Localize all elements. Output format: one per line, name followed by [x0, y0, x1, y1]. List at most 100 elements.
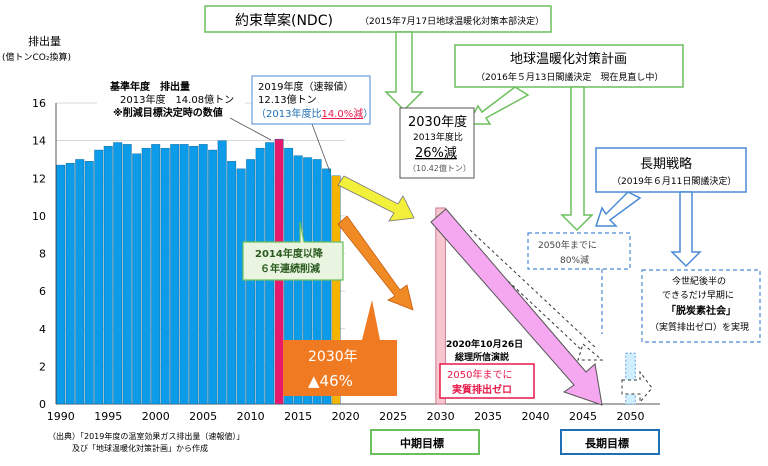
bar-1995	[103, 146, 113, 405]
bar-1993	[84, 161, 94, 405]
x-tick-label: 2000	[142, 410, 170, 423]
x-tick-label: 1990	[47, 410, 75, 423]
long-target-text: 長期目標	[585, 436, 629, 450]
x-tick-label: 2035	[474, 410, 502, 423]
source-line1: （出典）「2019年度の温室効果ガス排出量（速報値）」	[48, 431, 244, 441]
six-year-line2: ６年連続削減	[260, 262, 320, 275]
x-tick-label: 2025	[379, 410, 407, 423]
bar-1991	[65, 162, 75, 405]
bar-2010	[246, 159, 256, 405]
new-2030-line2: ▲46%	[308, 372, 353, 390]
x-tick-labels: 1990 1995 2000 2005 2010 2015 2020 2025 2030 2035…	[47, 410, 645, 423]
netzero-line1: 2050年までに	[447, 368, 512, 381]
netzero-box: 2050年までに 実質排出ゼロ	[439, 363, 535, 399]
dashed-arrows	[459, 229, 653, 404]
bar-1999	[141, 147, 151, 405]
y-tick-label: 8	[39, 248, 46, 261]
mid-target-label: 中期目標	[370, 429, 480, 455]
decarb-line1: 今世紀後半の	[672, 275, 726, 287]
bar-2009	[236, 168, 246, 405]
longterm-title: 長期戦略	[640, 156, 692, 172]
bar-1996	[113, 142, 123, 405]
bar-1992	[75, 159, 85, 405]
target-2030-title: 2030年度	[408, 114, 467, 130]
speech-line1: 2020年10月26日	[446, 338, 523, 350]
y-axis-title: 排出量	[28, 34, 61, 48]
x-tick-label: 2030	[427, 410, 455, 423]
decarb-box: 今世紀後半の できるだけ早期に 「脱炭素社会」 （実質排出ゼロ）を実現	[641, 269, 761, 343]
bar-target-2050	[625, 352, 636, 405]
bar-2008	[227, 161, 237, 405]
x-tick-label: 2005	[189, 410, 217, 423]
ndc-title: 約束草案(NDC)	[235, 12, 333, 29]
ndc-box: 約束草案(NDC) （2015年7月17日地球温暖化対策本部決定）	[204, 5, 552, 112]
bar-2017	[312, 159, 322, 405]
target-2030-line3: 26%減	[415, 145, 457, 161]
y-tick-label: 2	[39, 360, 46, 373]
target-2050-80-line1: 2050年までに	[538, 239, 597, 251]
x-tick-label: 2015	[284, 410, 312, 423]
x-tick-label: 2010	[237, 410, 265, 423]
fy2019-line3: （2013年度比14.0%減）	[256, 107, 373, 120]
decarb-line4: （実質排出ゼロ）を実現	[650, 321, 749, 333]
netzero-line2: 実質排出ゼロ	[452, 383, 512, 396]
base-year-line3: ※削減目標決定時の数値	[113, 106, 223, 119]
yellow-arrow	[337, 175, 415, 222]
speech-line2: 総理所信演説	[455, 351, 509, 363]
fy2019-line1: 2019年度（速報値）	[258, 80, 353, 93]
new-2030-line1: 2030年	[308, 349, 358, 365]
bar-2019	[331, 175, 341, 405]
y-tick-label: 0	[39, 398, 46, 411]
x-tick-label: 2020	[332, 410, 360, 423]
bar-2002	[170, 144, 180, 405]
y-tick-label: 4	[39, 323, 46, 336]
plan-box: 地球温暖化対策計画 （2016年５月13日閣議決定 現在見直し中）	[454, 44, 684, 232]
y-tick-label: 6	[39, 285, 46, 298]
bar-2003	[179, 144, 189, 405]
fy2019-line2: 12.13億トン	[258, 93, 317, 106]
bar-1994	[94, 149, 104, 405]
bar-2005	[198, 144, 208, 405]
y-tick-label: 10	[32, 210, 46, 223]
target-2030-box: 2030年度 2013年度比 26%減 （10.42億トン）	[399, 107, 475, 179]
source-line2: 及び「地球温暖化対策計画」から作成	[72, 443, 208, 453]
x-tick-label: 2050	[617, 410, 645, 423]
six-year-line1: 2014年度以降	[255, 247, 324, 260]
bar-1990	[56, 164, 66, 405]
x-tick-label: 2045	[569, 410, 597, 423]
decarb-line3: 「脱炭素社会」	[666, 304, 736, 317]
bar-2018	[322, 168, 332, 405]
mid-target-text: 中期目標	[400, 436, 444, 450]
new-2030-callout: 2030年 ▲46%	[283, 300, 397, 396]
long-target-label: 長期目標	[560, 429, 660, 455]
bar-2016	[303, 157, 313, 405]
y-axis-unit: (億トンCO₂換算)	[2, 51, 71, 63]
bar-2007	[217, 140, 227, 405]
bar-2006	[208, 149, 218, 405]
bar-target-2030	[435, 207, 446, 405]
longterm-sub: （2019年６月11日閣議決定）	[612, 175, 736, 187]
bar-1997	[122, 144, 132, 405]
fy2019-callout: 2019年度（速報値） 12.13億トン （2013年度比14.0%減）	[251, 75, 373, 173]
plan-sub: （2016年５月13日閣議決定 現在見直し中）	[476, 71, 663, 83]
bar-2000	[151, 144, 161, 405]
bar-2004	[189, 146, 199, 405]
target-2030-line4: （10.42億トン）	[408, 163, 471, 173]
base-year-callout: 基準年度 排出量 2013年度 14.08億トン ※削減目標決定時の数値	[97, 79, 272, 141]
six-year-callout: 2014年度以降 ６年連続削減	[242, 221, 344, 281]
bar-2001	[160, 147, 170, 405]
orange-arrow	[337, 215, 414, 311]
decarb-line2: できるだけ早期に	[662, 290, 734, 301]
base-year-line1: 基準年度 排出量	[109, 80, 190, 93]
longterm-box: 長期戦略 （2019年６月11日閣議決定）	[594, 147, 747, 268]
y-tick-label: 12	[32, 172, 46, 185]
y-tick-label: 14	[32, 135, 46, 148]
pink-arrow	[430, 208, 603, 406]
bar-1998	[132, 153, 142, 405]
x-tick-label: 2040	[522, 410, 550, 423]
ndc-sub: （2015年7月17日地球温暖化対策本部決定）	[360, 15, 544, 27]
target-2030-line2: 2013年度比	[413, 131, 463, 143]
x-tick-label: 1995	[94, 410, 122, 423]
